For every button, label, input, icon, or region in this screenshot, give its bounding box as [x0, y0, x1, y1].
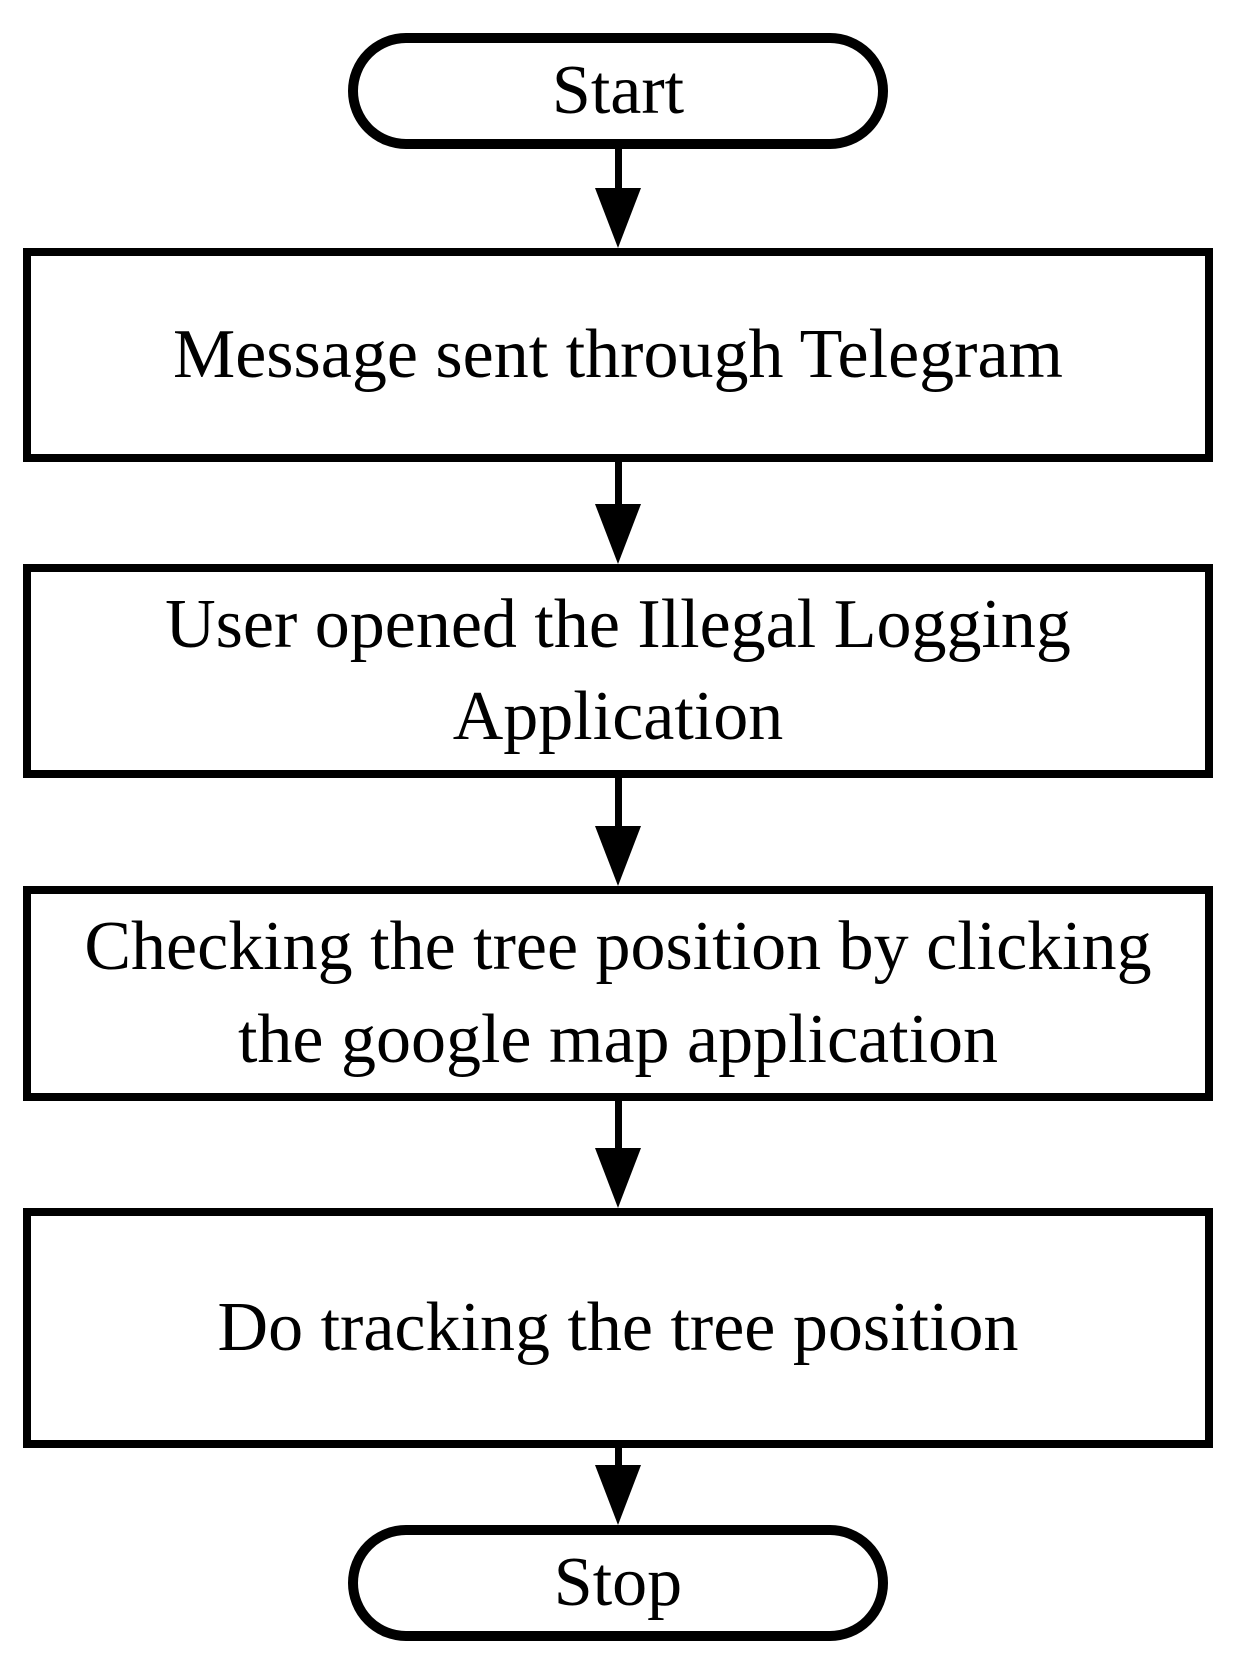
start-node: Start [348, 33, 888, 149]
stop-node: Stop [348, 1525, 888, 1641]
arrow-stem [614, 1448, 622, 1465]
arrow-stem [614, 462, 622, 504]
arrow-step1-to-step2 [595, 462, 641, 564]
start-node-label: Start [551, 51, 685, 129]
arrow-head-icon [595, 504, 641, 564]
arrow-head-icon [595, 188, 641, 248]
arrow-stem [614, 778, 622, 826]
arrow-step2-to-step3 [595, 778, 641, 886]
arrow-stem [614, 1101, 622, 1148]
arrow-stem [614, 149, 622, 188]
process-node-user-opened-app: User opened the Illegal Logging Applicat… [23, 564, 1213, 778]
arrow-head-icon [595, 1465, 641, 1525]
arrow-head-icon [595, 1148, 641, 1208]
process-node-label: Message sent through Telegram [173, 315, 1063, 393]
stop-node-label: Stop [553, 1543, 683, 1621]
arrow-step4-to-stop [595, 1448, 641, 1525]
arrow-step3-to-step4 [595, 1101, 641, 1208]
process-node-message-sent: Message sent through Telegram [23, 248, 1213, 462]
process-node-do-tracking: Do tracking the tree position [23, 1208, 1213, 1448]
process-node-label: Do tracking the tree position [217, 1288, 1019, 1366]
process-node-label: Checking the tree position by clicking t… [84, 908, 1152, 1078]
process-node-label: User opened the Illegal Logging Applicat… [165, 585, 1071, 755]
arrow-head-icon [595, 826, 641, 886]
process-node-checking-tree-position: Checking the tree position by clicking t… [23, 886, 1213, 1101]
arrow-start-to-step1 [595, 149, 641, 248]
